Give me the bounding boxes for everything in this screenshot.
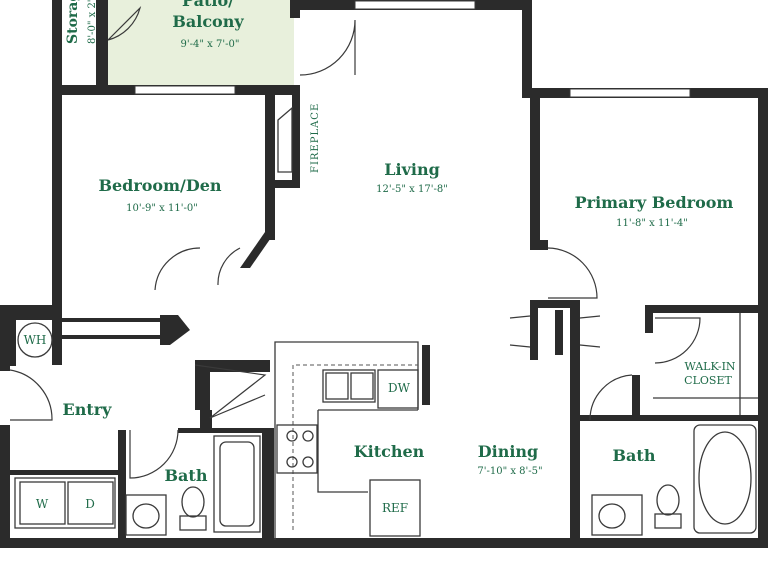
storage-dims: 8'-0" x 2' [87,0,98,44]
refrigerator-label: REF [382,501,408,515]
bedroom-den-dims: 10'-9" x 11'-0" [126,203,198,214]
bedroom-den-label: Bedroom/Den [98,176,221,195]
storage-label: Storage [65,0,81,44]
bath-right-label: Bath [613,446,656,465]
entry-label: Entry [63,400,113,419]
dining-dims: 7'-10" x 8'-5" [477,466,542,477]
patio-label-line1: Patio/ [182,0,234,10]
living-label: Living [384,160,440,179]
kitchen-label: Kitchen [354,442,425,461]
walk-in-closet-label-line1: WALK-IN [684,360,735,373]
dishwasher-label: DW [388,381,411,395]
living-dims: 12'-5" x 17'-8" [376,184,448,195]
windows [134,0,691,98]
walls [0,0,768,548]
primary-bedroom-dims: 11'-8" x 11'-4" [616,218,688,229]
doors [9,6,701,479]
primary-bedroom-label: Primary Bedroom [575,193,734,212]
patio-dims: 9'-4" x 7'-0" [181,39,240,50]
washer-label: W [36,497,49,511]
walk-in-closet-label-line2: CLOSET [684,374,732,387]
labels: Storage 8'-0" x 2' Patio/ Balcony 9'-4" … [24,0,736,515]
fireplace-label: FIREPLACE [310,103,321,173]
dryer-label: D [85,497,95,511]
bath-left-label: Bath [165,466,208,485]
patio-area [108,0,294,85]
water-heater-label: WH [24,333,47,347]
patio-label-line2: Balcony [172,12,244,31]
dining-label: Dining [478,442,538,461]
fixtures [14,106,758,540]
